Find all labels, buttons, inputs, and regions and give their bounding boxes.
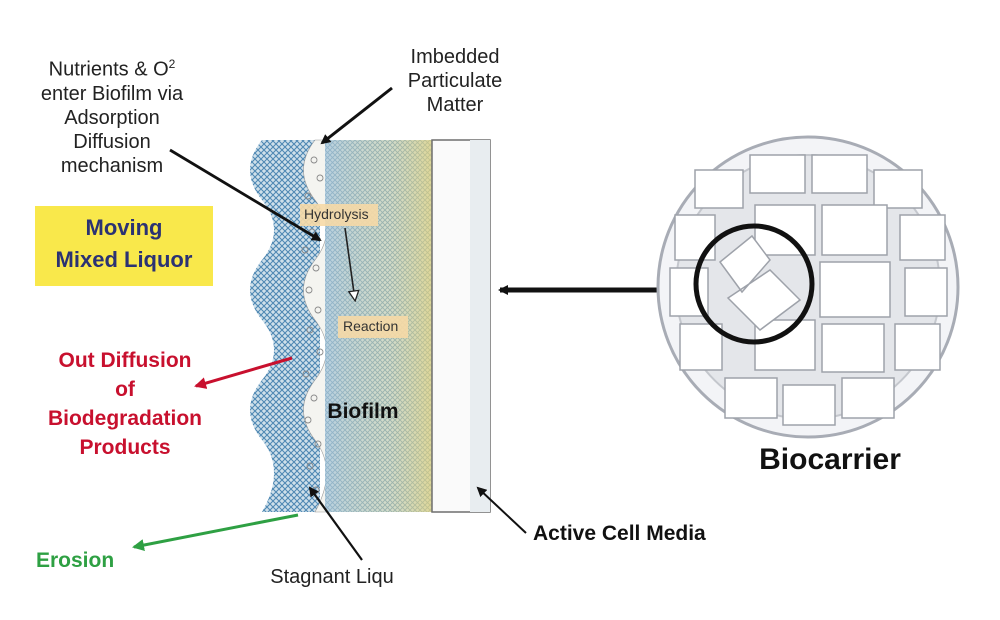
nutrients-line1: Nutrients & O	[48, 58, 169, 81]
moving-liquor-layer	[250, 140, 320, 512]
nutrients-label: Nutrients & O2 enter Biofilm via Adsorpti…	[12, 28, 212, 178]
zoom-circle	[693, 223, 815, 345]
hydrolysis-reaction-arrow	[344, 227, 355, 300]
biocarrier-label: Biocarrier	[759, 443, 901, 476]
out-diffusion-arrow	[194, 356, 293, 389]
stagnant-liquid-layer	[303, 139, 331, 513]
oxygen-superscript: 2	[168, 57, 176, 71]
moving-liquor-label: Moving Mixed Liquor	[55, 215, 193, 272]
reaction-label: Reaction	[343, 318, 399, 334]
erosion-arrow	[132, 513, 299, 551]
moving-liquor-box	[35, 206, 213, 286]
imbedded-arrow	[320, 86, 393, 145]
stagnant-label: Stagnant Liqu	[270, 566, 394, 588]
out-diffusion-label: Out Diffusion of Biodegradation Products	[47, 349, 202, 459]
biocarrier-image	[656, 135, 960, 439]
hydrolysis-label: Hydrolysis	[304, 206, 369, 222]
stagnant-arrow	[308, 486, 363, 561]
active-cell-label: Active Cell Media	[533, 522, 706, 545]
hydrolysis-tag	[300, 204, 378, 226]
nutrients-arrow	[169, 148, 322, 242]
erosion-label: Erosion	[36, 549, 115, 572]
reaction-tag	[338, 316, 408, 338]
imbedded-label: Imbedded Particulate Matter	[407, 46, 503, 116]
nutrients-rest: enter Biofilm via Adsorption Diffusion m…	[40, 82, 184, 177]
biofilm-label: Biofilm	[327, 400, 399, 423]
active-cell-arrow	[476, 486, 527, 534]
